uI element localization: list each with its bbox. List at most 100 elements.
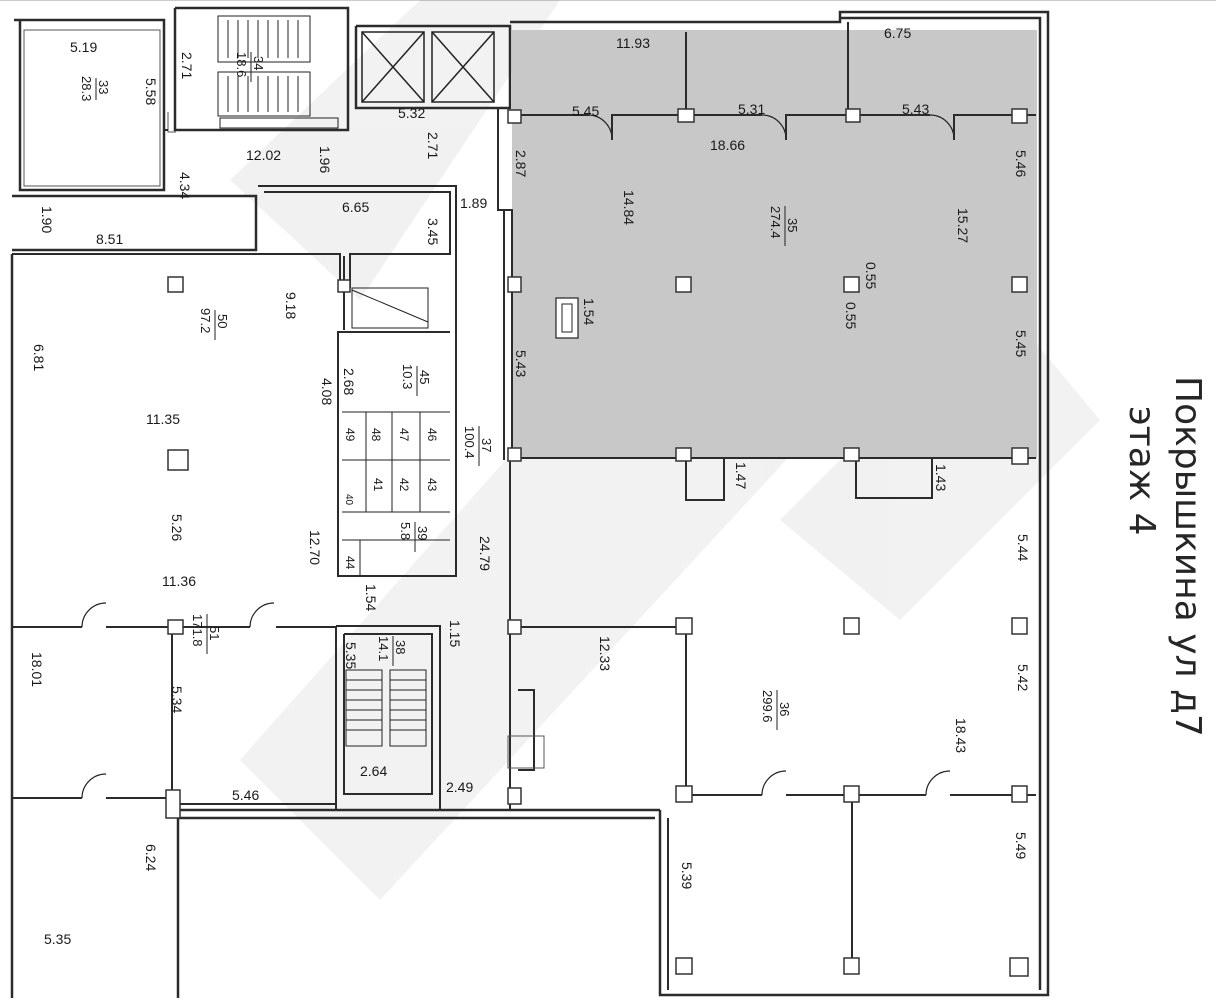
dim-9-18: 9.18 <box>283 292 299 319</box>
room-33-label: 33 28.3 <box>79 76 111 101</box>
room-35-walls <box>512 22 1036 501</box>
dim-5-43-a: 5.43 <box>902 101 929 117</box>
dim-5-35-b: 5.35 <box>44 931 71 947</box>
small-room-49: 49 <box>343 428 357 442</box>
dim-18-01: 18.01 <box>29 652 45 687</box>
small-room-47: 47 <box>397 428 411 442</box>
room-45-number: 45 <box>417 370 432 384</box>
dim-5-32: 5.32 <box>398 105 425 121</box>
elevator-shafts <box>361 31 495 103</box>
dim-11-35: 11.35 <box>146 411 180 427</box>
dim-1-90: 1.90 <box>39 206 55 233</box>
room-51-number: 51 <box>207 626 222 640</box>
dim-2-64: 2.64 <box>360 763 387 779</box>
dim-14-84: 14.84 <box>621 190 637 225</box>
dim-12-02: 12.02 <box>246 147 281 163</box>
columns <box>165 108 1029 977</box>
dim-5-31: 5.31 <box>738 101 765 117</box>
dim-1-54-b: 1.54 <box>581 298 597 325</box>
room-35-number: 35 <box>785 218 800 232</box>
exterior-walls <box>10 6 1050 998</box>
room-38-label: 38 14.1 <box>376 636 408 666</box>
dim-5-49: 5.49 <box>1013 832 1029 859</box>
room-33-wall <box>23 29 161 187</box>
core-walls <box>164 108 513 810</box>
dim-2-68: 2.68 <box>341 368 357 395</box>
dim-5-43-b: 5.43 <box>513 350 529 377</box>
room-39-label: 39 5.8 <box>398 522 430 552</box>
small-room-40: 40 <box>343 494 354 506</box>
dim-5-26: 5.26 <box>169 514 185 541</box>
dim-1-43: 1.43 <box>933 464 949 491</box>
room-39-area: 5.8 <box>398 522 413 540</box>
dim-5-34: 5.34 <box>169 686 185 713</box>
room-37-label: 37 100.4 <box>462 426 494 466</box>
room-38-area: 14.1 <box>376 636 391 661</box>
dim-12-33: 12.33 <box>597 636 613 671</box>
dim-8-51: 8.51 <box>96 231 123 247</box>
room-36-walls <box>507 626 1036 990</box>
dim-5-35-a: 5.35 <box>343 642 359 669</box>
dimension-labels: 5.19 5.58 2.71 12.02 1.96 5.32 2.71 4.34… <box>29 25 1031 947</box>
stair-34 <box>217 15 339 129</box>
room-36-area: 299.6 <box>760 690 775 723</box>
dim-5-58: 5.58 <box>143 78 159 105</box>
address-line1: Покрышкина ул д7 <box>1167 376 1208 737</box>
dim-5-39: 5.39 <box>679 862 695 889</box>
dim-6-24: 6.24 <box>143 844 159 871</box>
dim-5-46-b: 5.46 <box>1013 150 1029 177</box>
dim-11-93: 11.93 <box>616 35 650 51</box>
dim-24-79: 24.79 <box>477 536 493 571</box>
room-50-area: 97.2 <box>198 308 213 333</box>
dim-2-71-b: 2.71 <box>425 132 441 159</box>
toilet-block <box>342 287 450 576</box>
room-37-area: 100.4 <box>462 426 477 459</box>
small-room-42: 42 <box>397 478 411 492</box>
room-50-label: 50 97.2 <box>198 308 230 340</box>
dim-1-96: 1.96 <box>317 146 333 173</box>
dim-2-49: 2.49 <box>446 779 473 795</box>
dim-11-36: 11.36 <box>162 573 196 589</box>
dim-1-47: 1.47 <box>733 462 749 489</box>
dim-15-27: 15.27 <box>955 208 971 243</box>
room-38-number: 38 <box>393 640 408 654</box>
dim-5-44: 5.44 <box>1015 534 1031 561</box>
small-room-43: 43 <box>425 478 439 492</box>
room-33-number: 33 <box>96 80 111 94</box>
dim-6-65: 6.65 <box>342 199 369 215</box>
room-35-label: 35 274.4 <box>768 206 800 246</box>
dim-2-87: 2.87 <box>513 150 529 177</box>
stair-38 <box>345 669 427 747</box>
dim-1-54-a: 1.54 <box>363 584 379 611</box>
room-35-area: 274.4 <box>768 206 783 239</box>
dim-5-46-a: 5.46 <box>232 787 259 803</box>
address-line2: этаж 4 <box>1121 406 1162 536</box>
dim-4-08: 4.08 <box>319 378 335 405</box>
small-room-labels: 40 41 42 43 44 46 47 48 49 <box>343 428 439 570</box>
dim-0-55-b: 0.55 <box>843 302 859 329</box>
dim-4-34: 4.34 <box>177 172 193 199</box>
room-34-number: 34 <box>251 56 266 70</box>
dim-6-81: 6.81 <box>31 344 47 371</box>
small-room-41: 41 <box>371 478 385 492</box>
room-45-area: 10.3 <box>400 364 415 389</box>
dim-5-19: 5.19 <box>70 39 97 55</box>
small-room-44: 44 <box>343 556 357 570</box>
dim-6-75: 6.75 <box>884 25 911 41</box>
room-34-label: 34 18.6 <box>234 52 266 82</box>
dim-5-45-b: 5.45 <box>1013 330 1029 357</box>
left-partitions <box>12 253 341 810</box>
dim-18-66: 18.66 <box>710 137 745 153</box>
small-room-46: 46 <box>425 428 439 442</box>
room-36-label: 36 299.6 <box>760 690 792 730</box>
room-39-number: 39 <box>415 526 430 540</box>
dim-12-70: 12.70 <box>307 530 323 565</box>
room-34-area: 18.6 <box>234 52 249 77</box>
room-45-label: 45 10.3 <box>400 364 432 396</box>
room-36-number: 36 <box>777 702 792 716</box>
dim-5-45-a: 5.45 <box>572 103 599 119</box>
room-35-highlight <box>512 30 1037 458</box>
dim-1-89: 1.89 <box>460 195 487 211</box>
dim-5-42: 5.42 <box>1015 664 1031 691</box>
